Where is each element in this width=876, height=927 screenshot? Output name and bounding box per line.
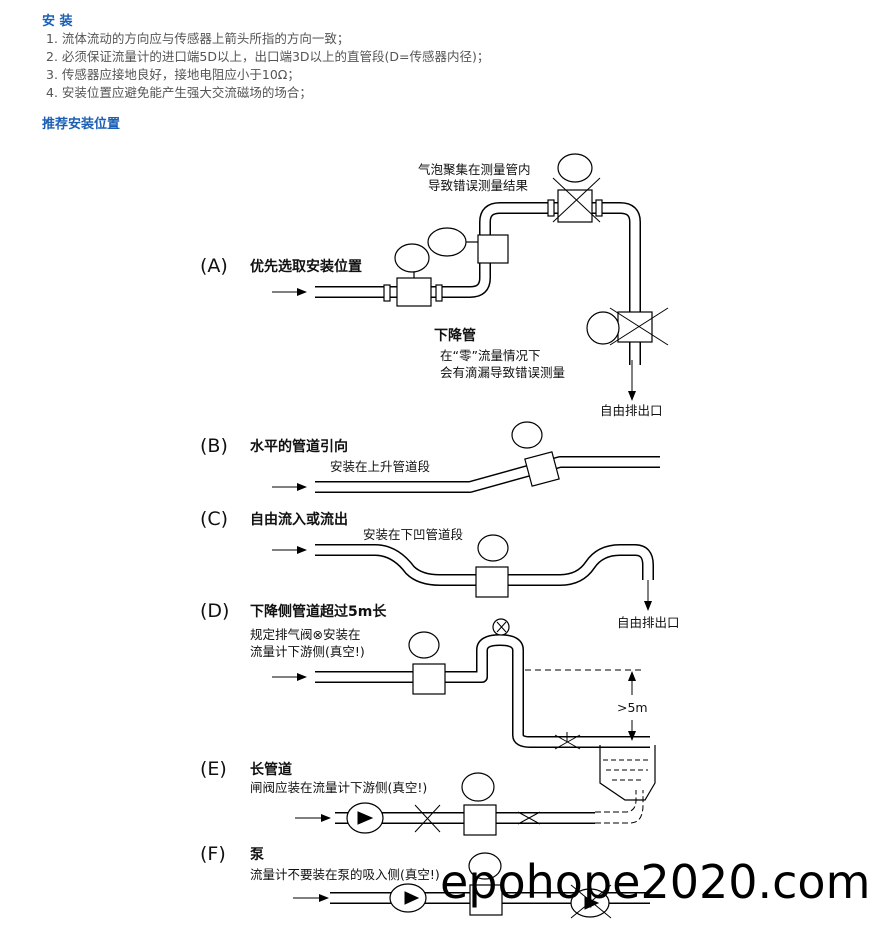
note-a-bubble: 气泡聚集在测量管内 bbox=[418, 162, 531, 177]
install-item: 2. 必须保证流量计的进口端5D以上，出口端3D以上的直管段(D=传感器内径)； bbox=[46, 49, 490, 64]
label-c: (C) bbox=[200, 508, 228, 530]
outlet-a: 自由排出口 bbox=[600, 403, 663, 418]
note-a-downpipe: 在“零”流量情况下 bbox=[440, 348, 540, 363]
note-d: 规定排气阀⊗安装在 bbox=[250, 627, 360, 642]
title-c: 自由流入或流出 bbox=[250, 511, 348, 528]
install-item: 4. 安装位置应避免能产生强大交流磁场的场合； bbox=[46, 85, 312, 100]
outlet-c: 自由排出口 bbox=[617, 615, 680, 630]
title-d: 下降侧管道超过5m长 bbox=[250, 603, 387, 620]
install-item: 1. 流体流动的方向应与传感器上箭头所指的方向一致； bbox=[46, 31, 350, 46]
label-d: (D) bbox=[200, 600, 229, 622]
note-a-downpipe: 会有滴漏导致错误测量 bbox=[440, 365, 565, 380]
label-a: (A) bbox=[200, 255, 228, 277]
label-b: (B) bbox=[200, 435, 228, 457]
label-e: (E) bbox=[200, 758, 227, 780]
recommend-heading: 推荐安装位置 bbox=[42, 117, 121, 132]
flow-arrows bbox=[272, 288, 652, 910]
downpipe-title: 下降管 bbox=[434, 327, 476, 344]
note-b: 安装在上升管道段 bbox=[330, 459, 430, 474]
title-a: 优先选取安装位置 bbox=[250, 258, 362, 275]
note-d: 流量计下游侧(真空!) bbox=[250, 644, 365, 659]
install-item: 3. 传感器应接地良好，接地电阻应小于10Ω； bbox=[46, 67, 300, 82]
title-e: 长管道 bbox=[250, 761, 292, 778]
install-heading: 安 装 bbox=[42, 14, 73, 29]
label-f: (F) bbox=[200, 843, 226, 865]
note-a-bubble: 导致错误测量结果 bbox=[428, 178, 529, 193]
watermark: epohope2020.com bbox=[440, 855, 870, 909]
title-b: 水平的管道引向 bbox=[250, 438, 348, 455]
note-f: 流量计不要装在泵的吸入侧(真空!) bbox=[250, 867, 440, 882]
note-c: 安装在下凹管道段 bbox=[363, 527, 463, 542]
note-e: 闸阀应装在流量计下游侧(真空!) bbox=[250, 780, 427, 795]
title-f: 泵 bbox=[250, 847, 264, 863]
height-d: >5m bbox=[617, 700, 648, 715]
